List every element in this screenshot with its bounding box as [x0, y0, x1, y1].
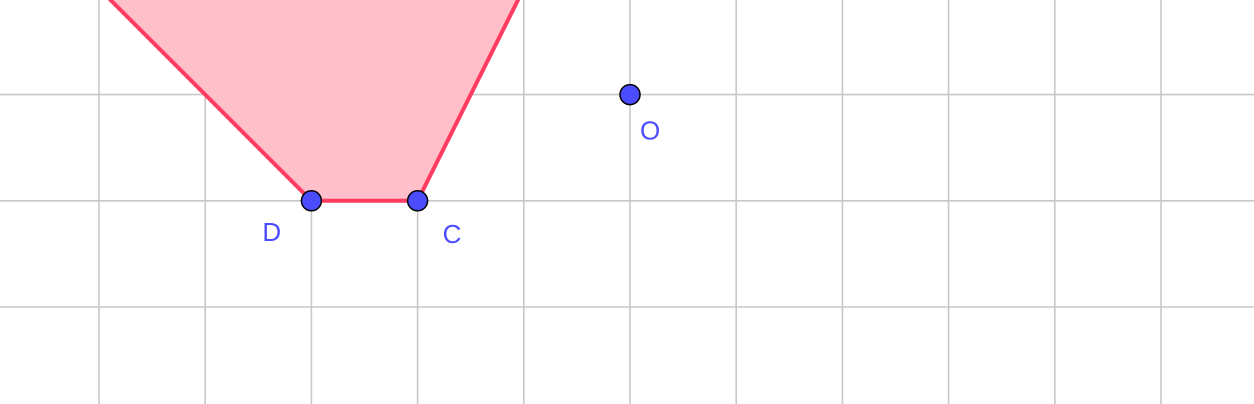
point-c[interactable]	[406, 190, 429, 212]
points-layer: ABCDO	[262, 83, 660, 249]
point-label-d: D	[262, 217, 281, 247]
quadrilateral-abcd[interactable]	[99, 0, 524, 203]
point-label-o: O	[640, 116, 660, 146]
point-d[interactable]	[300, 190, 323, 212]
point-o[interactable]	[619, 83, 641, 106]
point-label-c: C	[443, 219, 462, 249]
